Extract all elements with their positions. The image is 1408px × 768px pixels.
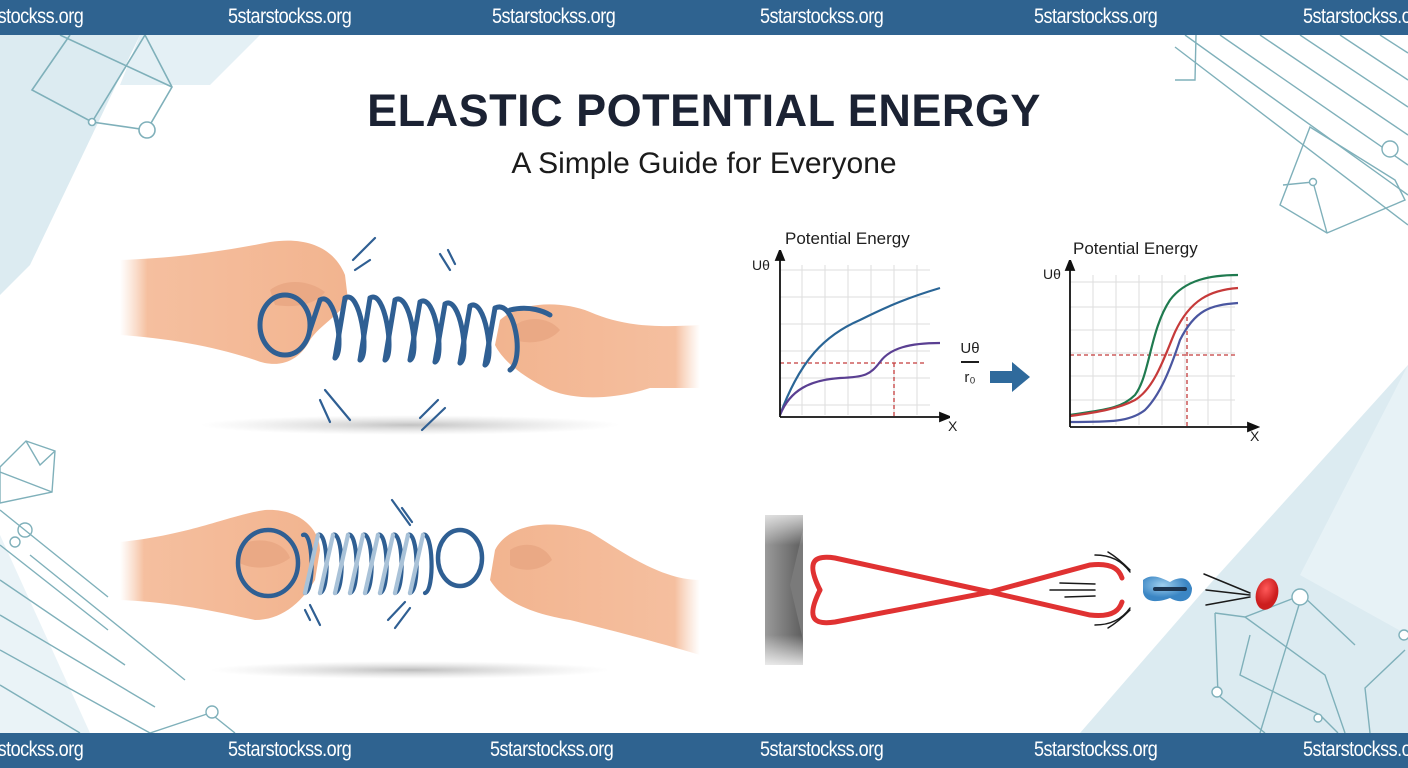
- right-fingers: [515, 318, 560, 343]
- top-watermark-text: 5starstockss.org: [0, 5, 84, 28]
- bottom-watermark-text: 5starstockss.org: [760, 738, 884, 761]
- chart-1-guides: [780, 362, 925, 417]
- shadow: [210, 661, 610, 679]
- fraction-bar: [961, 361, 979, 363]
- chart-2-axes: [1064, 260, 1260, 433]
- rubber-band-upper: [810, 554, 1125, 595]
- left-hand: [120, 509, 320, 620]
- left-hand: [120, 240, 348, 364]
- chart-1-series-blue: [778, 286, 941, 416]
- watermark-band-top: 5starstockss.org 5starstockss.org 5starsto…: [0, 0, 1408, 35]
- bottom-watermark-text: 5starstockss.org: [0, 738, 84, 761]
- top-watermark-text: 5starstockss.org: [228, 5, 352, 28]
- stretched-spring-illustration: [120, 236, 700, 435]
- chart-1-axes: [774, 250, 950, 423]
- chart-2-title: Potential Energy: [1073, 239, 1198, 258]
- target: [1255, 578, 1279, 610]
- deco-lines-top-right: [1174, 35, 1408, 234]
- spring-coils: [235, 527, 485, 599]
- bottom-watermark-text: 5starstockss.org: [490, 738, 614, 761]
- chart-2-plot: [1064, 260, 1260, 433]
- top-watermark-text: 5starstockss.org: [492, 5, 616, 28]
- shadow: [200, 415, 620, 435]
- deco-network-top-left: [30, 35, 173, 139]
- spring-windings: [300, 532, 434, 596]
- bottom-watermark-text: 5starstockss.org: [1303, 738, 1408, 761]
- deco-shape-bottom-left: [0, 535, 90, 733]
- chart-2-y-label: Uθ: [1043, 266, 1061, 282]
- chart-2-series-blue: [1069, 301, 1239, 424]
- top-watermark-text: 5starstockss.org: [1034, 5, 1158, 28]
- bottom-watermark-text: 5starstockss.org: [228, 738, 352, 761]
- spring-coils: [257, 292, 553, 373]
- chart-2-series-red: [1069, 286, 1239, 418]
- right-hand: [490, 524, 700, 655]
- infographic-canvas: ELASTIC POTENTIAL ENERGY A Simple Guide …: [0, 35, 1408, 733]
- bottom-watermark-text: 5starstockss.org: [1034, 738, 1158, 761]
- deco-shape-bottom-right: [1080, 365, 1408, 733]
- chart-1-title: Potential Energy: [785, 229, 910, 248]
- compressed-spring-illustration: [120, 498, 700, 679]
- deco-network-bottom-right: [1211, 588, 1408, 733]
- deco-lines-bottom-left: [0, 440, 236, 733]
- page-subtitle: A Simple Guide for Everyone: [511, 147, 897, 180]
- right-fingers: [510, 544, 552, 570]
- chart-2-x-label: X: [1250, 428, 1260, 444]
- formula-numerator: Uθ: [960, 340, 980, 357]
- chart-2-guides: [1070, 317, 1238, 427]
- rubber-band-lower: [810, 587, 1125, 626]
- top-watermark-text: 5starstockss.org: [1303, 5, 1408, 28]
- chart-1-x-label: X: [948, 418, 958, 434]
- left-fingers: [270, 281, 325, 307]
- right-hand: [495, 304, 700, 398]
- top-watermark-text: 5starstockss.org: [760, 5, 884, 28]
- left-fingers: [238, 540, 290, 568]
- deco-shape-bottom-right-2: [1300, 365, 1408, 635]
- speed-lines: [1049, 551, 1251, 629]
- chart-1-plot: [774, 250, 950, 423]
- chart-1-grid: [780, 265, 930, 415]
- motion-marks: [303, 498, 414, 630]
- chart-1-y-label: Uθ: [752, 257, 770, 273]
- formula-fraction: Uθ r₀: [955, 340, 985, 386]
- rubber-band-launch-illustration: [765, 515, 1279, 665]
- right-arrow-icon: [990, 362, 1030, 392]
- chart-2-series-green: [1069, 273, 1239, 417]
- watermark-band-bottom: 5starstockss.org 5starstockss.org 5starsto…: [0, 733, 1408, 768]
- page-title: ELASTIC POTENTIAL ENERGY: [367, 85, 1041, 136]
- motion-marks: [318, 236, 457, 432]
- chart-1-series-purple: [778, 341, 941, 416]
- formula-denominator: r₀: [964, 368, 976, 386]
- decorative-background: [0, 35, 1408, 733]
- deco-shape-top-left-2: [120, 35, 260, 85]
